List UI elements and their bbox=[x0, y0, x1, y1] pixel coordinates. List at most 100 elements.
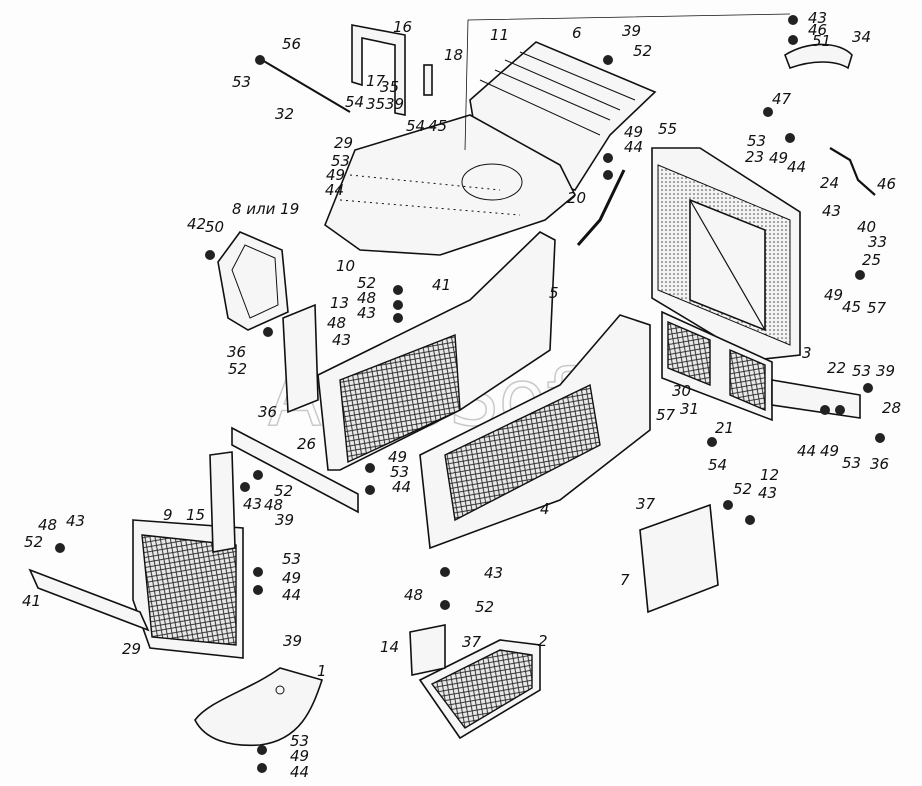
label-43-grille: 43 bbox=[243, 495, 262, 513]
label-43-bottom: 43 bbox=[484, 564, 503, 582]
label-49-radiator: 49 bbox=[769, 149, 788, 167]
label-44-hood: 44 bbox=[624, 138, 643, 156]
rod-24 bbox=[829, 147, 876, 196]
part-labels: 1 2 3 4 5 6 7 8 или 19 9 10 11 12 13 14 … bbox=[22, 9, 901, 781]
label-15: 15 bbox=[186, 506, 205, 524]
label-23: 23 bbox=[745, 148, 764, 166]
label-44-panel: 44 bbox=[392, 478, 411, 496]
label-33: 33 bbox=[868, 233, 887, 251]
clamp-34 bbox=[784, 43, 853, 70]
label-48-bottom: 48 bbox=[404, 586, 423, 604]
label-57-mid: 57 bbox=[656, 406, 676, 424]
label-43-bracket: 43 bbox=[332, 331, 351, 349]
label-53-shield: 53 bbox=[290, 732, 309, 750]
label-48-grille: 48 bbox=[264, 496, 283, 514]
label-20: 20 bbox=[567, 189, 586, 207]
label-53-floor: 53 bbox=[331, 152, 350, 170]
label-24: 24 bbox=[820, 174, 839, 192]
label-17: 17 bbox=[366, 72, 386, 90]
strap-29 bbox=[28, 568, 150, 632]
leader-line bbox=[464, 13, 791, 151]
label-53-beam: 53 bbox=[852, 362, 871, 380]
label-43-top: 43 bbox=[808, 9, 827, 27]
label-40: 40 bbox=[857, 218, 876, 236]
label-10: 10 bbox=[336, 257, 355, 275]
label-41-floor: 41 bbox=[432, 276, 451, 294]
label-53-panel: 53 bbox=[390, 463, 409, 481]
cover-7 bbox=[639, 503, 719, 614]
label-32: 32 bbox=[275, 105, 294, 123]
label-44-beam: 44 bbox=[797, 442, 816, 460]
label-35-mid: 35 bbox=[366, 95, 385, 113]
label-52-bottom: 52 bbox=[475, 598, 494, 616]
label-46-rod: 46 bbox=[877, 175, 896, 193]
label-39-beam: 39 bbox=[876, 362, 895, 380]
label-6: 6 bbox=[572, 24, 582, 42]
label-53-top: 52 bbox=[633, 42, 652, 60]
label-4: 4 bbox=[540, 500, 550, 518]
label-53-grille: 53 bbox=[282, 550, 301, 568]
label-39-handle: 39 bbox=[385, 95, 404, 113]
label-1: 1 bbox=[317, 662, 327, 680]
side-panel-4-mesh bbox=[444, 383, 601, 522]
label-49-hood: 49 bbox=[624, 123, 643, 141]
label-13: 13 bbox=[330, 294, 349, 312]
label-44-radiator: 44 bbox=[787, 158, 806, 176]
label-52-grille: 52 bbox=[274, 482, 293, 500]
label-54-handle: 54 bbox=[345, 93, 364, 111]
label-3: 3 bbox=[802, 344, 812, 362]
label-28: 28 bbox=[882, 399, 901, 417]
label-34: 34 bbox=[852, 28, 871, 46]
label-52-left: 52 bbox=[228, 360, 247, 378]
label-31: 31 bbox=[680, 400, 699, 418]
label-52-floor: 52 bbox=[357, 274, 376, 292]
label-57-top: 56 bbox=[282, 35, 301, 53]
label-5: 5 bbox=[549, 284, 559, 302]
label-55: 54 bbox=[708, 456, 727, 474]
pin-18 bbox=[423, 64, 433, 96]
label-52-strap: 52 bbox=[24, 533, 43, 551]
label-53-beam-low: 53 bbox=[842, 454, 861, 472]
label-43-strap: 43 bbox=[66, 512, 85, 530]
label-42: 42 bbox=[187, 215, 206, 233]
label-43-cover: 43 bbox=[758, 484, 777, 502]
fastener-group bbox=[55, 15, 885, 773]
pipe-20 bbox=[576, 169, 626, 246]
label-39-top: 39 bbox=[622, 22, 641, 40]
label-49-shield: 49 bbox=[290, 747, 309, 765]
label-56: 55 bbox=[658, 120, 677, 138]
label-52-cover: 52 bbox=[733, 480, 752, 498]
label-45-floor: 45 bbox=[428, 117, 447, 135]
label-51: 50 bbox=[205, 218, 224, 236]
label-44-grille: 44 bbox=[282, 586, 301, 604]
label-45-right: 45 bbox=[842, 298, 861, 316]
label-37-bottom: 37 bbox=[462, 633, 482, 651]
label-58: 57 bbox=[867, 299, 887, 317]
label-30: 30 bbox=[672, 382, 691, 400]
label-39-shield: 39 bbox=[283, 632, 302, 650]
label-54-floor: 54 bbox=[406, 117, 425, 135]
label-41-strap: 41 bbox=[22, 592, 41, 610]
label-9: 9 bbox=[163, 506, 173, 524]
handle-16 bbox=[351, 24, 406, 116]
label-44-shield: 44 bbox=[290, 763, 309, 781]
label-53-radiator: 53 bbox=[747, 132, 766, 150]
label-21: 21 bbox=[715, 419, 734, 437]
label-36-left: 36 bbox=[227, 343, 246, 361]
bracket-13 bbox=[282, 303, 319, 414]
cover-box-8-19 bbox=[217, 231, 289, 331]
label-18: 18 bbox=[444, 46, 463, 64]
label-48-floor: 48 bbox=[357, 289, 376, 307]
beam-3 bbox=[771, 379, 861, 419]
label-52-top: 51 bbox=[812, 32, 831, 50]
label-35-top: 35 bbox=[380, 78, 399, 96]
bracket-15 bbox=[209, 451, 236, 553]
label-2: 2 bbox=[538, 632, 548, 650]
label-49-beam: 49 bbox=[820, 442, 839, 460]
label-39-grille: 39 bbox=[275, 511, 294, 529]
label-36-mid: 36 bbox=[258, 403, 277, 421]
label-7: 7 bbox=[620, 571, 630, 589]
label-8-19: 8 или 19 bbox=[232, 200, 299, 218]
